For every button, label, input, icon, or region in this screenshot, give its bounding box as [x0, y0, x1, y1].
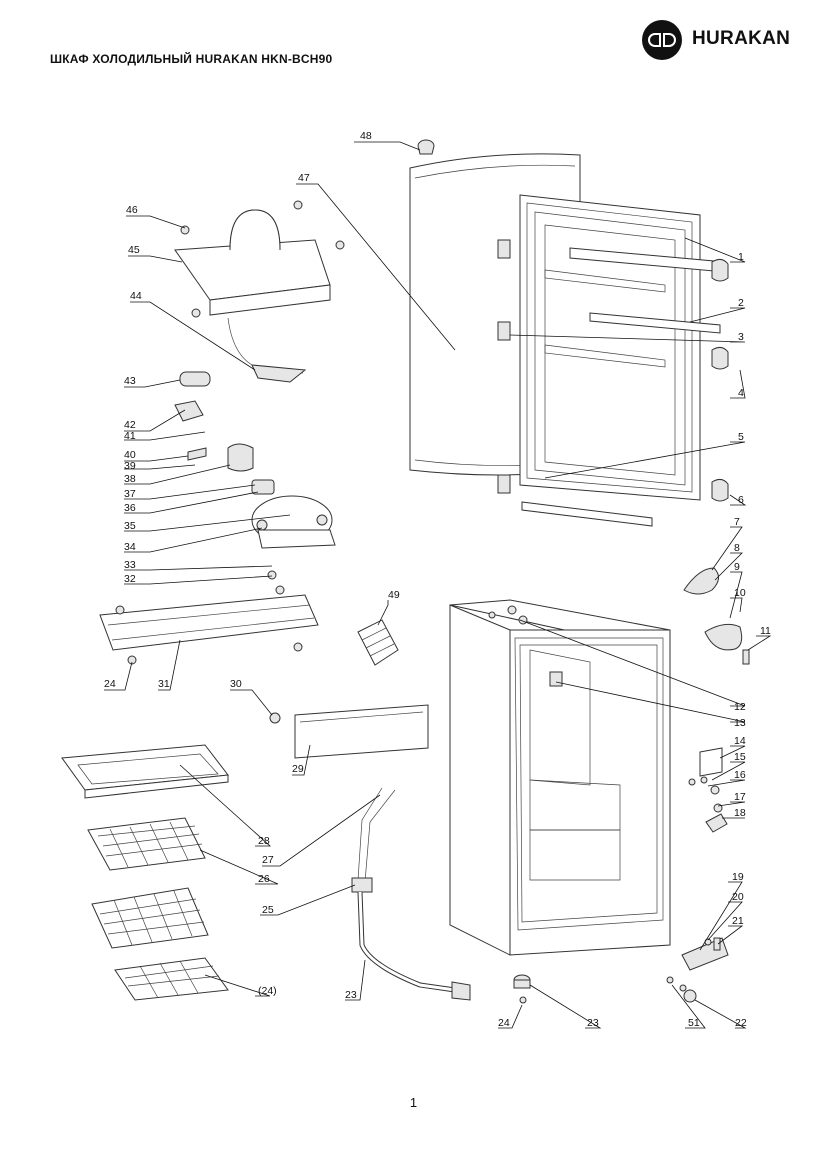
callout-41: 39 — [124, 460, 136, 472]
callout-21: 21 — [732, 915, 744, 927]
compressor — [251, 479, 336, 580]
door-side-clips — [711, 258, 729, 502]
page-number: 1 — [409, 1095, 418, 1110]
starter-relay-parts — [174, 400, 254, 472]
callout-46: 44 — [130, 290, 142, 302]
callout-25: 23 — [345, 989, 357, 1001]
callout-19: 19 — [732, 871, 744, 883]
capacitor — [179, 371, 211, 387]
callout-6: 6 — [738, 494, 744, 506]
adjustable-foot — [513, 974, 531, 1004]
power-cord — [351, 787, 471, 1001]
callout-15: 15 — [734, 751, 746, 763]
callout-27: 25 — [262, 904, 274, 916]
hurakan-logo-icon — [642, 20, 682, 60]
callout-10-paren: 51 — [688, 1017, 700, 1029]
compressor-base-plate — [99, 585, 319, 665]
bottom-hinge — [666, 937, 729, 1003]
callout-30: 28 — [258, 835, 270, 847]
callout-23: 23 — [587, 1017, 599, 1029]
callout-39: 37 — [124, 488, 136, 500]
callout-38: 36 — [124, 502, 136, 514]
wire-shelf-lower — [114, 957, 229, 1001]
callout-28: 26 — [258, 873, 270, 885]
drip-tray — [61, 744, 229, 799]
callout-labels: 48 47 46 45 44 43 42 41 40 39 38 37 36 3… — [104, 130, 771, 1029]
callout-14: 14 — [734, 735, 746, 747]
callout-1: 1 — [738, 251, 744, 263]
callout-37: 35 — [124, 520, 136, 532]
callout-44: 42 — [124, 419, 136, 431]
callout-11: 11 — [760, 625, 771, 637]
callout-43: 41 — [124, 430, 136, 442]
callout-24-paren: 24 — [104, 678, 116, 690]
fan-guard-grille — [357, 619, 399, 666]
callout-24: 24 — [498, 1017, 510, 1029]
callout-47: 45 — [128, 244, 140, 256]
leader-lines — [104, 141, 772, 1029]
callout-48: 46 — [126, 204, 138, 216]
callout-45: 43 — [124, 375, 136, 387]
callout-40: 38 — [124, 473, 136, 485]
door-hinge-brackets — [497, 239, 511, 494]
callout-4: 4 — [738, 387, 744, 399]
callout-17: 17 — [734, 791, 746, 803]
top-cover-tray — [174, 200, 345, 318]
callout-8: 8 — [734, 542, 740, 554]
callout-5: 5 — [738, 431, 744, 443]
thermostat-sensor — [227, 317, 307, 383]
callout-12: 12 — [734, 701, 746, 713]
callout-7: 7 — [734, 516, 740, 528]
wire-shelf-upper — [87, 817, 206, 871]
cabinet-body — [449, 599, 671, 956]
brand-logo: HURAKAN — [642, 18, 812, 60]
top-hinge — [683, 567, 750, 665]
callout-10: 10 — [734, 587, 746, 599]
wire-shelf-middle — [91, 887, 209, 949]
callout-13: 13 — [734, 717, 746, 729]
shelf-bracket — [269, 704, 429, 759]
hinge-bracket-assembly — [688, 747, 728, 833]
callout-16: 16 — [734, 769, 746, 781]
callout-51: 49 — [388, 589, 400, 601]
callout-35: 33 — [124, 559, 136, 571]
callout-36: 34 — [124, 541, 136, 553]
callout-22: 22 — [735, 1017, 747, 1029]
callout-33: 31 — [158, 678, 170, 690]
callout-26: (24) — [258, 985, 277, 997]
callout-2: 2 — [738, 297, 744, 309]
callout-29: 27 — [262, 854, 274, 866]
callout-18: 18 — [734, 807, 746, 819]
callout-34: 32 — [124, 573, 136, 585]
door-inner-frame — [519, 194, 726, 527]
callout-42: 40 — [124, 449, 136, 461]
callout-32: 30 — [230, 678, 242, 690]
brand-name: HURAKAN — [692, 28, 791, 49]
document-title: ШКАФ ХОЛОДИЛЬНЫЙ HURAKAN HKN-BCH90 — [50, 52, 333, 66]
callout-49: 47 — [298, 172, 310, 184]
callout-31: 29 — [292, 763, 304, 775]
callout-9: 9 — [734, 561, 740, 573]
callout-50: 48 — [360, 130, 372, 142]
callout-20: 20 — [732, 891, 744, 903]
callout-3: 3 — [738, 331, 744, 343]
